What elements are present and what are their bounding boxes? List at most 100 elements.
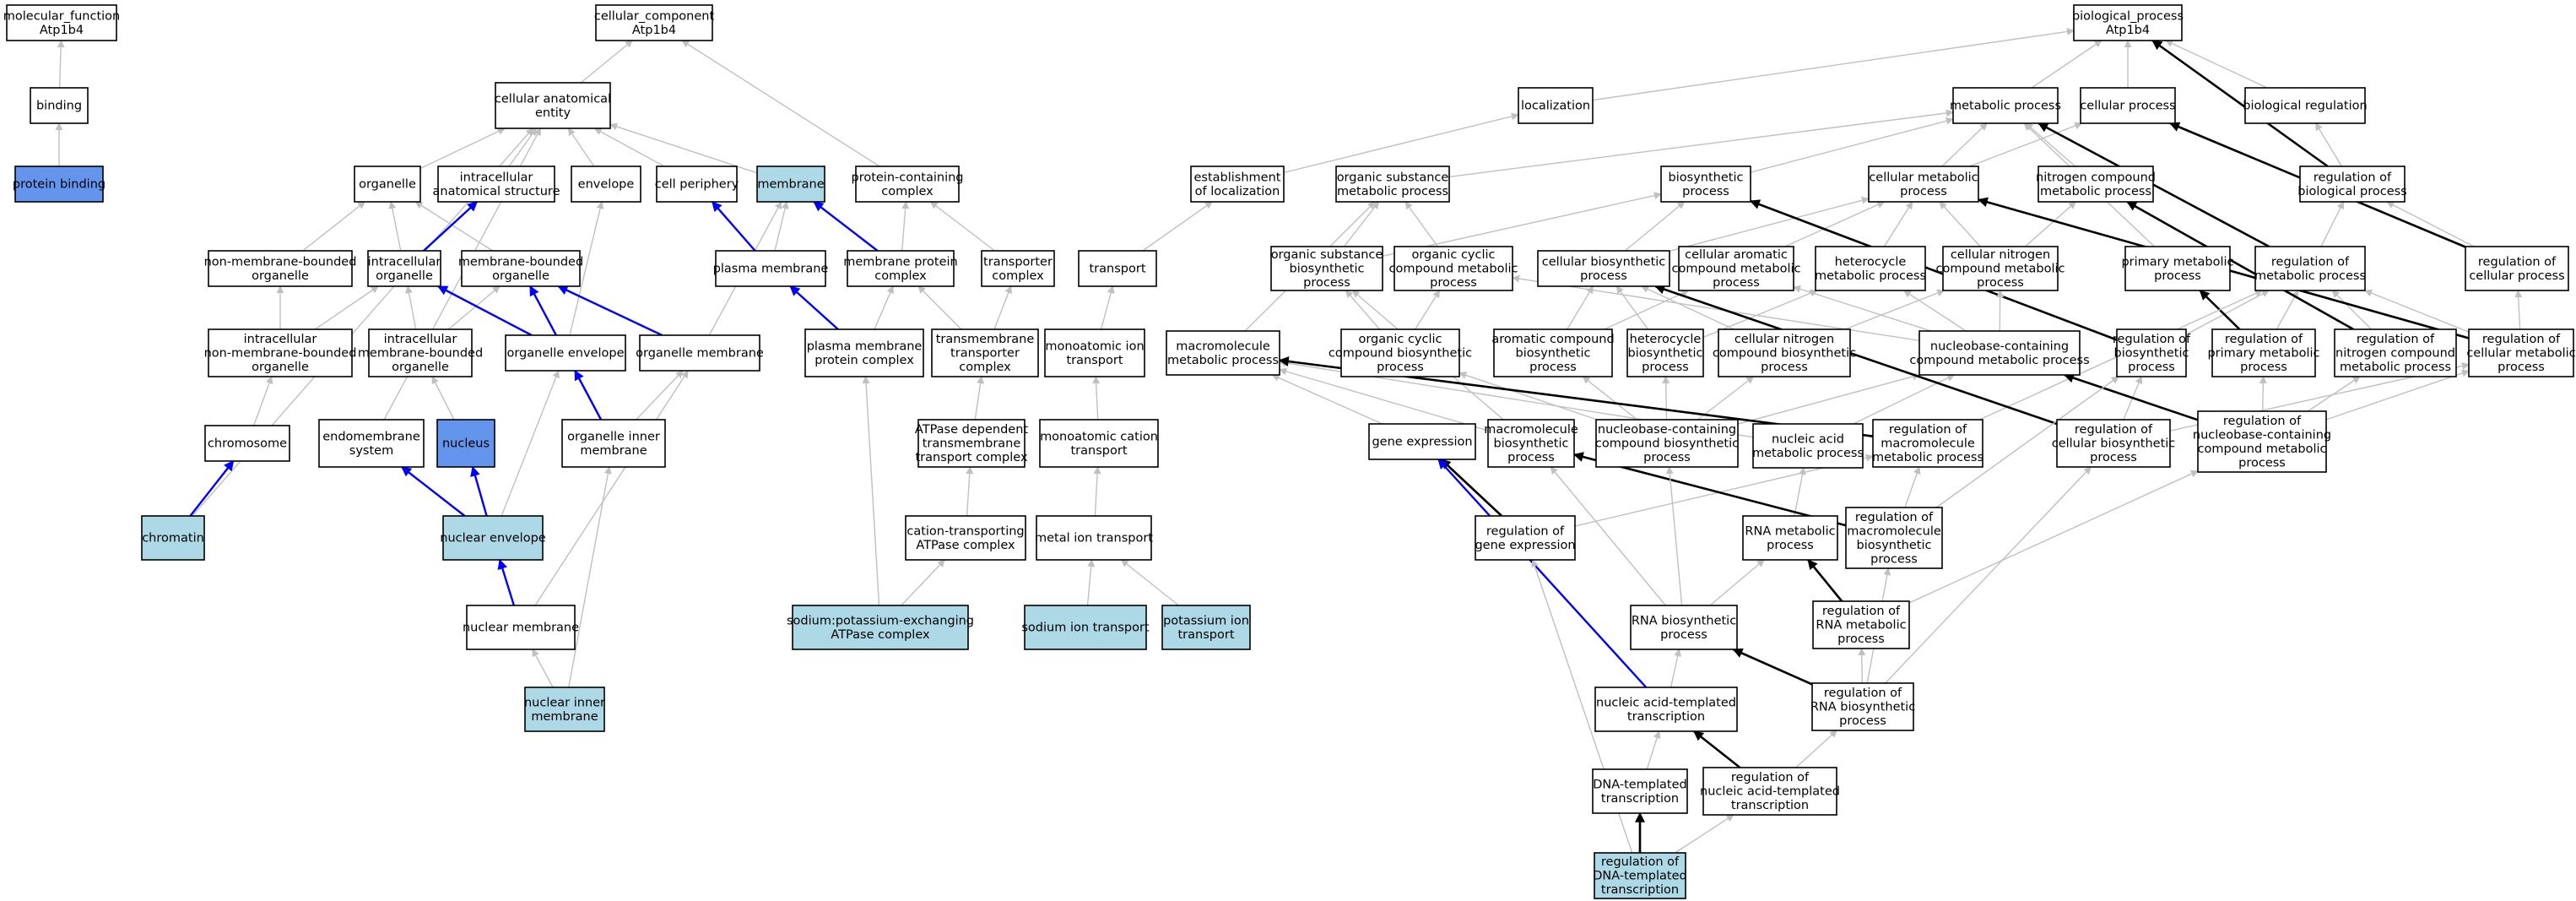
node-box[interactable] [1678,246,1794,291]
node-chromatin[interactable]: chromatin [141,515,205,561]
node-box[interactable] [2056,419,2171,468]
node-regulation-of-macromolecule-biosynthetic-process[interactable]: regulation ofmacromoleculebiosyntheticpr… [1845,507,1943,569]
node-box[interactable] [318,419,425,468]
node-box[interactable] [2197,410,2327,473]
node-chromosome[interactable]: chromosome [204,425,290,462]
node-box[interactable] [2124,246,2231,291]
node-box[interactable] [2073,4,2183,41]
node-gene-expression[interactable]: gene expression [1368,423,1476,460]
node-box[interactable] [2299,166,2406,203]
node-box[interactable] [1626,328,1704,377]
node-box[interactable] [1335,166,1450,203]
node-box[interactable] [561,419,666,468]
node-box[interactable] [1518,87,1594,124]
node-box[interactable] [981,250,1055,287]
node-box[interactable] [1537,250,1670,287]
node-protein-binding[interactable]: protein binding [13,166,106,203]
node-box[interactable] [495,82,611,129]
node-box[interactable] [1394,246,1513,291]
node-box[interactable] [2244,87,2366,124]
node-box[interactable] [1742,515,1838,561]
node-box[interactable] [905,515,1026,561]
node-box[interactable] [2254,246,2366,291]
node-intracellular-nmbo[interactable]: intracellularnon-membrane-boundedorganel… [204,328,357,377]
node-transport[interactable]: transport [1078,250,1157,287]
node-box[interactable] [1039,419,1159,468]
node-box[interactable] [6,4,117,41]
node-binding[interactable]: binding [30,87,89,124]
node-box[interactable] [1918,330,2081,376]
node-box[interactable] [1845,507,1943,569]
node-box[interactable] [524,687,605,732]
node-box[interactable] [1595,419,1739,468]
node-box[interactable] [14,166,104,203]
node-box[interactable] [917,419,1026,468]
node-plasma-membrane[interactable]: plasma membrane [713,250,829,287]
node-box[interactable] [1952,87,2059,124]
node-box[interactable] [368,328,473,377]
node-box[interactable] [1190,166,1285,203]
node-organelle-membrane[interactable]: organelle membrane [636,334,764,372]
node-envelope[interactable]: envelope [571,166,641,203]
node-metabolic-process[interactable]: metabolic process [1950,87,2061,124]
node-box[interactable] [1166,330,1280,376]
node-box[interactable] [1487,419,1575,468]
node-box[interactable] [715,250,826,287]
node-box[interactable] [354,166,421,203]
node-metal-ion-transport[interactable]: metal ion transport [1035,515,1153,561]
node-box[interactable] [792,605,969,650]
node-box[interactable] [437,166,555,203]
node-box[interactable] [2468,328,2574,377]
node-box[interactable] [1811,682,1914,731]
node-box[interactable] [208,328,353,377]
node-box[interactable] [571,166,641,203]
node-box[interactable] [1036,515,1152,561]
node-box[interactable] [931,328,1039,377]
node-box[interactable] [204,425,290,462]
node-box[interactable] [1630,605,1738,650]
node-box[interactable] [1702,767,1837,816]
node-box[interactable] [595,4,713,41]
node-box[interactable] [1718,328,1851,377]
node-box[interactable] [2038,166,2154,203]
node-box[interactable] [505,334,626,372]
node-membrane[interactable]: membrane [756,166,825,203]
node-cell-periphery[interactable]: cell periphery [655,166,739,203]
